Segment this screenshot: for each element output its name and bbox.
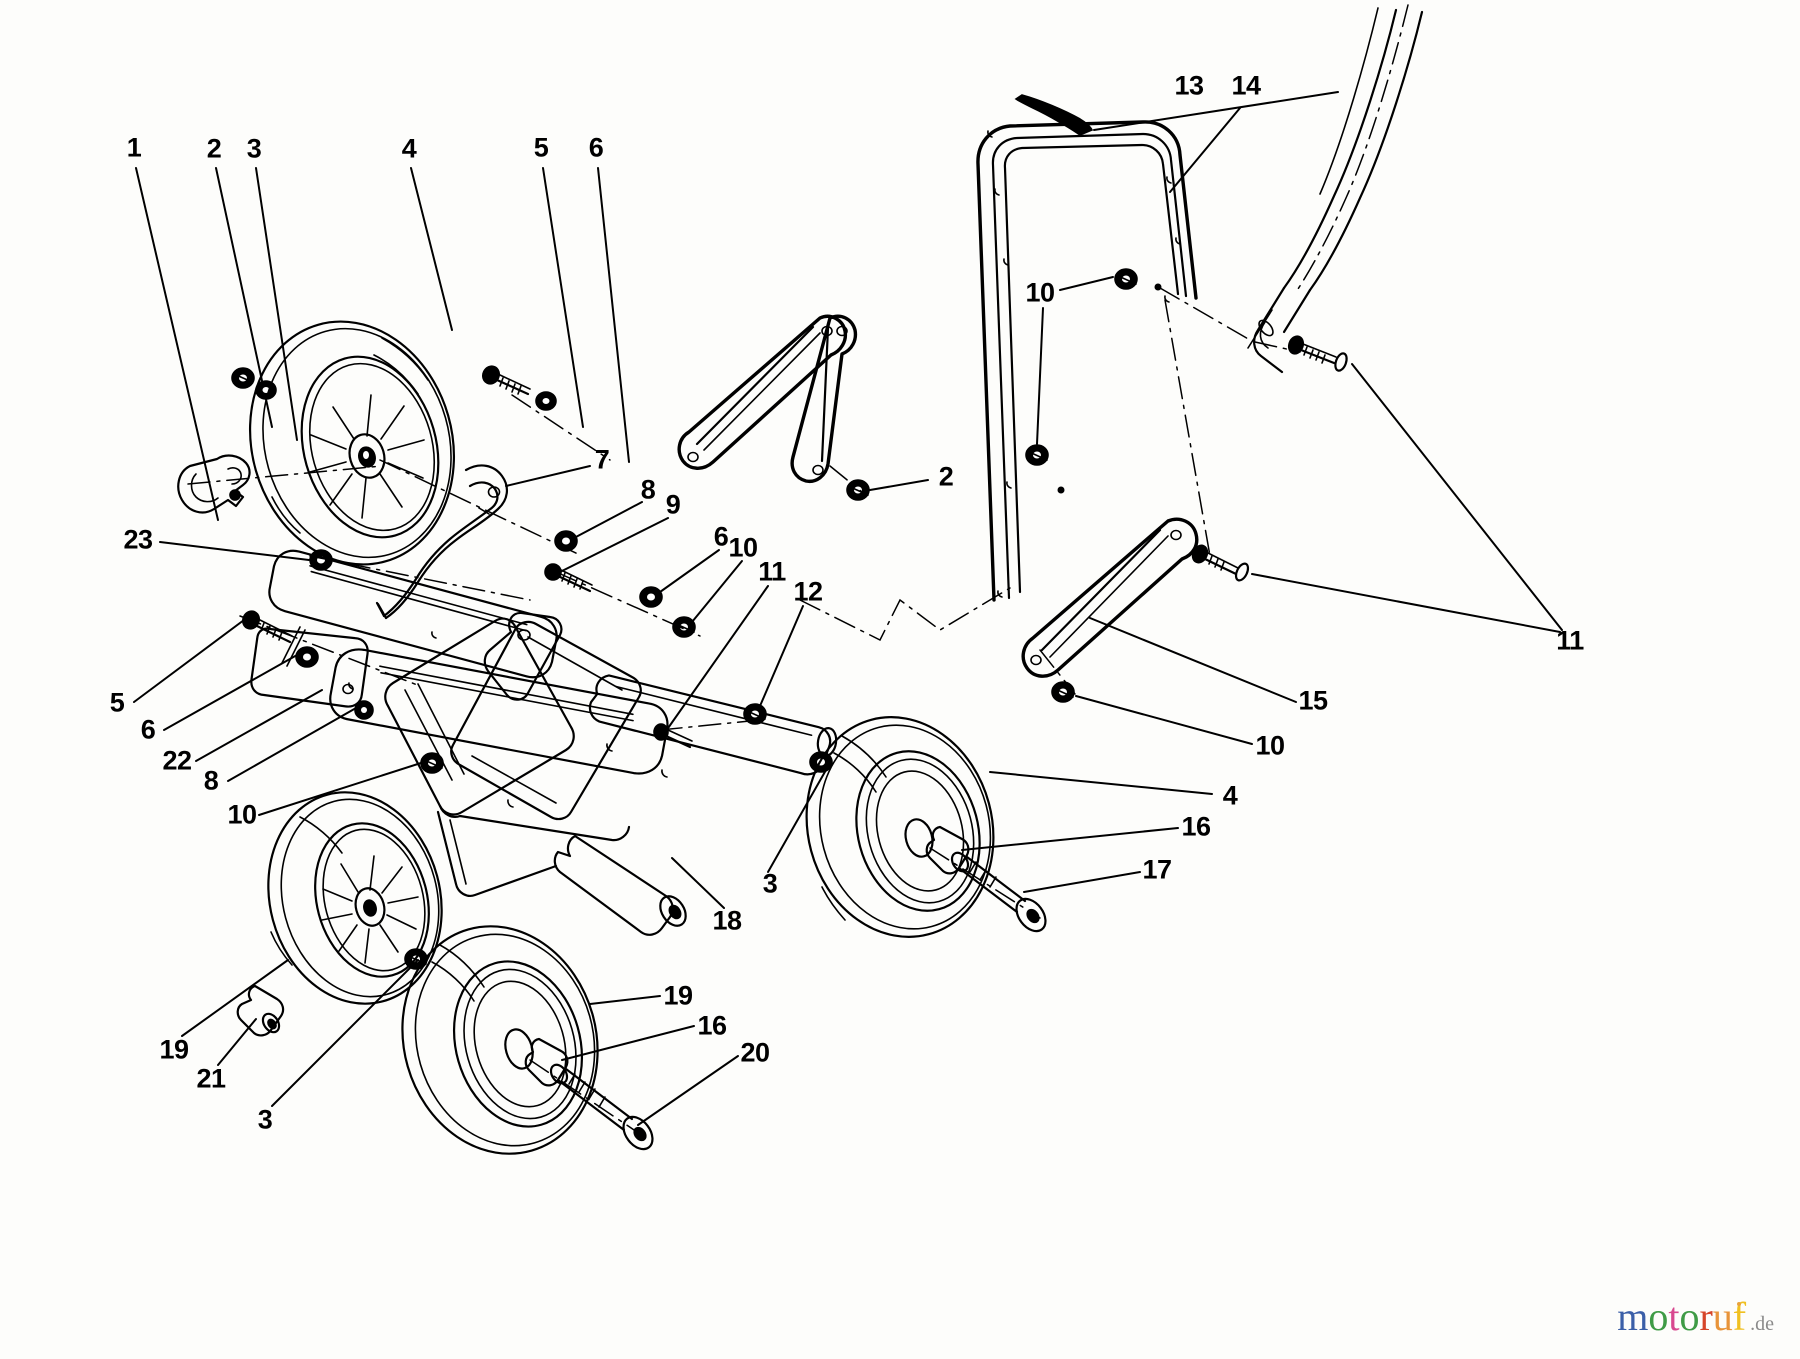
- part-washer-2-top: [231, 367, 255, 389]
- part-bolt-11-mid: [653, 723, 693, 749]
- callout-16-right[interactable]: 16: [1181, 811, 1211, 842]
- part-lower-handle-bracket-15: [1021, 517, 1199, 678]
- centerlines: [187, 287, 1301, 1135]
- part-stay-rod-left: [677, 314, 848, 470]
- part-wheel-4-right: [805, 716, 995, 938]
- callout-10-deck[interactable]: 10: [227, 799, 257, 830]
- callout-19-bottom[interactable]: 19: [663, 980, 693, 1011]
- leader-lines-body: [133, 91, 1563, 1126]
- callout-18[interactable]: 18: [712, 905, 742, 936]
- part-spacer-bushing-21: [236, 984, 285, 1037]
- callout-5[interactable]: 5: [533, 132, 549, 163]
- callout-7[interactable]: 7: [594, 444, 610, 475]
- part-nut-12-mid: [743, 703, 767, 725]
- part-grip-13: [1014, 94, 1094, 136]
- part-frame-deck: [384, 611, 668, 897]
- callout-20[interactable]: 20: [740, 1037, 770, 1068]
- callout-5-lower[interactable]: 5: [109, 687, 125, 718]
- callout-6-lower[interactable]: 6: [140, 714, 156, 745]
- watermark-letter-r: r: [1699, 1294, 1713, 1339]
- part-nut-6-mid: [639, 586, 663, 608]
- watermark-letter-f: f: [1732, 1294, 1747, 1339]
- callout-9[interactable]: 9: [665, 489, 681, 520]
- callout-14[interactable]: 14: [1231, 70, 1261, 101]
- part-bolt-5-upper: [482, 365, 531, 396]
- part-locknut-10-handle: [1114, 268, 1138, 290]
- part-axle-bolt-17: [957, 855, 1047, 933]
- callout-23[interactable]: 23: [123, 524, 153, 555]
- callout-6[interactable]: 6: [588, 132, 604, 163]
- callout-10-handle[interactable]: 10: [1025, 277, 1055, 308]
- callout-11-mid[interactable]: 11: [758, 556, 786, 587]
- part-nut-6-upper: [535, 391, 557, 411]
- callout-15[interactable]: 15: [1298, 685, 1328, 716]
- part-wheel-4-upper: [248, 320, 456, 566]
- callout-3-bottom[interactable]: 3: [257, 1104, 273, 1135]
- callout-8[interactable]: 8: [640, 474, 656, 505]
- callout-4[interactable]: 4: [401, 133, 417, 164]
- callout-21[interactable]: 21: [196, 1063, 226, 1094]
- part-nut-8-lowerleft: [354, 700, 374, 720]
- callout-3-mid[interactable]: 3: [762, 868, 778, 899]
- watermark-letter-o2: o: [1679, 1294, 1700, 1339]
- callout-2-stay[interactable]: 2: [938, 461, 954, 492]
- callout-8-lower[interactable]: 8: [203, 765, 219, 796]
- watermark-letter-t: t: [1668, 1294, 1680, 1339]
- callout-11-right[interactable]: 11: [1556, 625, 1584, 656]
- callout-19-left[interactable]: 19: [159, 1034, 189, 1065]
- callout-22[interactable]: 22: [162, 745, 192, 776]
- watermark-tld: .de: [1750, 1313, 1774, 1335]
- callout-6-mid[interactable]: 6: [713, 521, 729, 552]
- watermark-motoruf: motoruf.de: [1617, 1297, 1774, 1337]
- watermark-letter-u: u: [1712, 1294, 1733, 1339]
- part-axle-18: [553, 674, 838, 936]
- callout-10-right[interactable]: 10: [1255, 730, 1285, 761]
- part-nut-6-lowerleft: [295, 646, 319, 668]
- callout-4-right[interactable]: 4: [1222, 780, 1238, 811]
- callout-2[interactable]: 2: [206, 133, 222, 164]
- callout-12[interactable]: 12: [793, 576, 823, 607]
- part-upper-handle-tube: [1247, 4, 1424, 374]
- callout-1[interactable]: 1: [126, 132, 142, 163]
- part-locknut-10-handle-lower: [1025, 444, 1049, 466]
- part-wheel-19-left: [267, 791, 443, 1005]
- callout-13[interactable]: 13: [1174, 70, 1204, 101]
- part-screw-11-mid: [1191, 544, 1250, 582]
- part-locknut-10-bracket: [1051, 681, 1075, 703]
- part-center-arm-long: [268, 549, 558, 690]
- callout-17[interactable]: 17: [1142, 854, 1172, 885]
- callout-3[interactable]: 3: [246, 133, 262, 164]
- part-retainer-clip: [177, 454, 251, 514]
- part-nut-10-deck-a: [420, 752, 444, 774]
- watermark-accent-dot: [1737, 1302, 1742, 1306]
- callout-16-bottom[interactable]: 16: [697, 1010, 727, 1041]
- part-nut-10-mid: [672, 616, 696, 638]
- watermark-letter-o1: o: [1648, 1294, 1669, 1339]
- callout-10-mid[interactable]: 10: [728, 532, 758, 563]
- watermark-letter-m: m: [1617, 1294, 1649, 1339]
- part-screw-11-upper: [1287, 335, 1348, 372]
